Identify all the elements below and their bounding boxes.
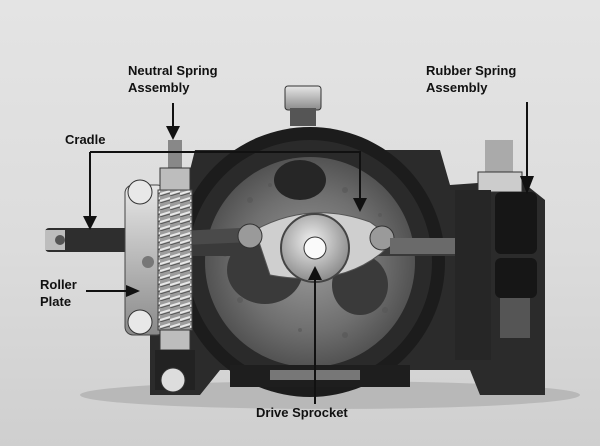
label-neutral-spring: Neutral Spring Assembly: [128, 63, 218, 95]
neutral-spring: [155, 140, 195, 393]
label-rubber-spring: Rubber Spring Assembly: [426, 63, 517, 95]
annotation-arrows: [86, 102, 528, 404]
arrow-heads: [83, 126, 534, 297]
left-shaft: [45, 228, 130, 252]
top-bolt: [284, 85, 322, 126]
base-plate: [230, 365, 410, 387]
rubber-spring: [455, 140, 537, 360]
label-cradle: Cradle: [65, 132, 106, 147]
drive-sprocket-assembly: [237, 212, 487, 283]
label-roller-plate: Roller Plate: [40, 277, 77, 309]
label-drive-sprocket: Drive Sprocket: [256, 405, 348, 420]
